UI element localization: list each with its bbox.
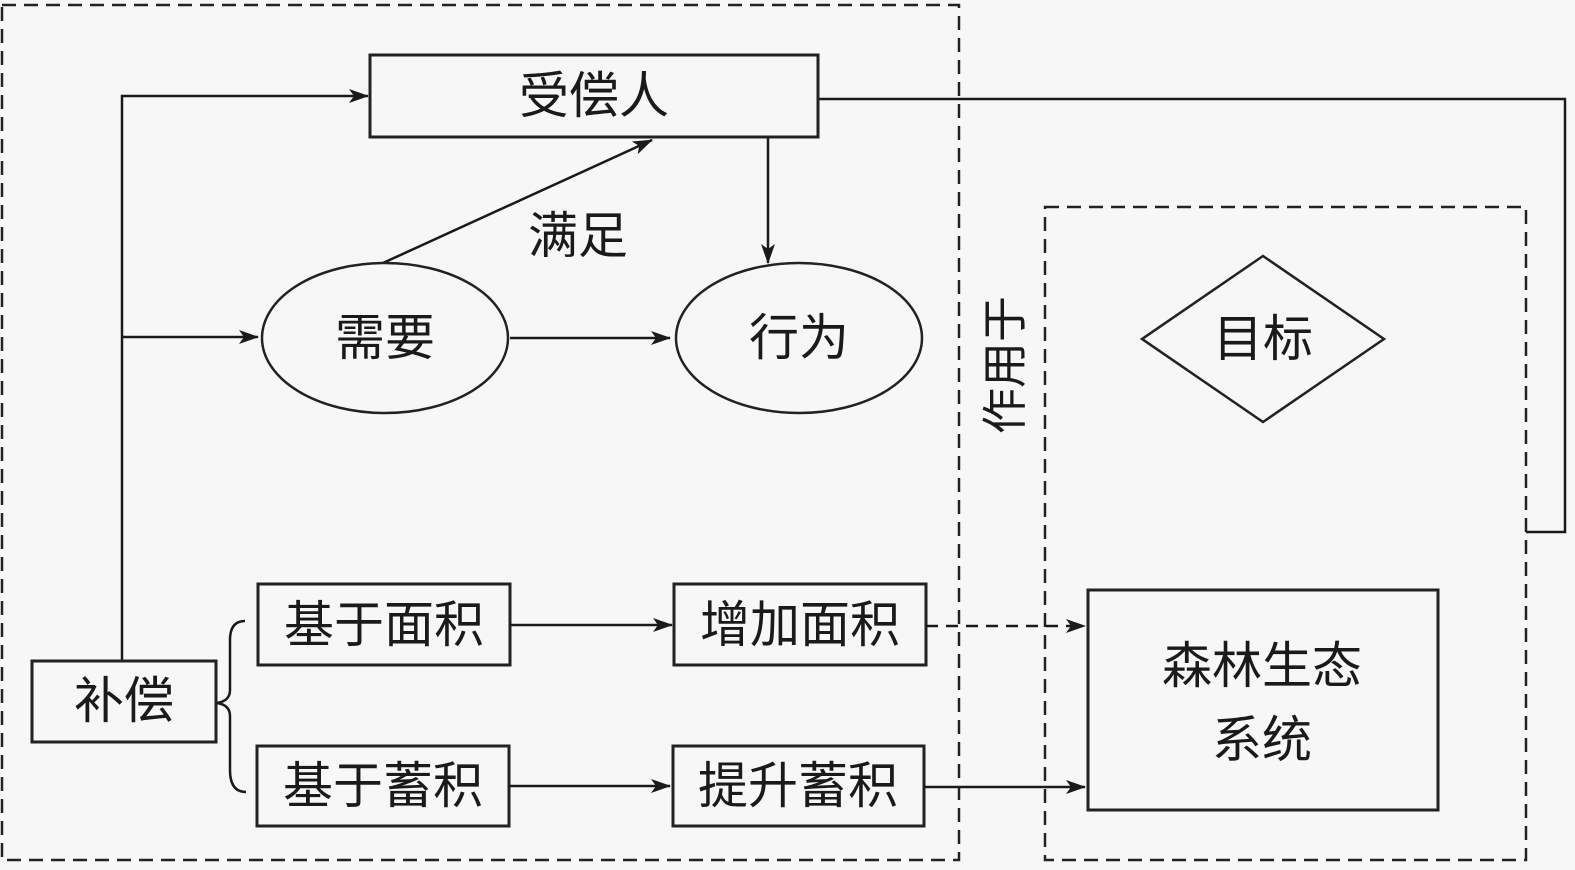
recipient-box (368, 53, 820, 139)
node-recipient: 受偿人 (368, 53, 820, 139)
left-region-boundary (0, 3, 961, 862)
edge-label-acts-on: 作用于 (978, 296, 1032, 434)
forest-ecosystem-label-line2: 系统 (1212, 711, 1312, 769)
node-area-based: 基于面积 (256, 582, 512, 667)
edge-compensation-to-recipient (120, 89, 369, 660)
forest-ecosystem-label-line1: 森林生态 (1162, 637, 1362, 695)
node-need: 需要 (260, 261, 510, 415)
compensation-box (30, 659, 218, 744)
right-region-boundary (1043, 205, 1528, 862)
goal-label: 目标 (1213, 310, 1313, 368)
stock-based-label: 基于蓄积 (283, 757, 483, 815)
need-label: 需要 (335, 309, 435, 367)
behavior-label: 行为 (749, 309, 849, 367)
compensation-label: 补偿 (74, 672, 174, 730)
node-behavior: 行为 (674, 261, 924, 415)
raise-stock-label: 提升蓄积 (698, 757, 898, 815)
node-stock-based: 基于蓄积 (255, 744, 511, 828)
node-goal: 目标 (1139, 254, 1387, 424)
area-based-box (256, 582, 512, 667)
node-increase-area: 增加面积 (672, 582, 928, 667)
increase-area-box (672, 582, 928, 667)
brace-connector (216, 619, 247, 794)
need-ellipse (260, 261, 510, 415)
edge-recipient-to-target-region (818, 97, 1567, 534)
edge-label-satisfy: 满足 (528, 207, 628, 265)
behavior-ellipse (674, 261, 924, 415)
increase-area-label: 增加面积 (700, 596, 900, 654)
area-based-label: 基于面积 (284, 596, 484, 654)
goal-diamond (1139, 254, 1387, 424)
forest-ecosystem-box (1086, 588, 1440, 812)
node-raise-stock: 提升蓄积 (671, 744, 926, 828)
node-compensation: 补偿 (30, 659, 218, 744)
edge-need-to-recipient (382, 138, 653, 265)
raise-stock-box (671, 744, 926, 828)
recipient-label: 受偿人 (519, 67, 669, 125)
node-forest-ecosystem: 森林生态 系统 (1086, 588, 1440, 812)
